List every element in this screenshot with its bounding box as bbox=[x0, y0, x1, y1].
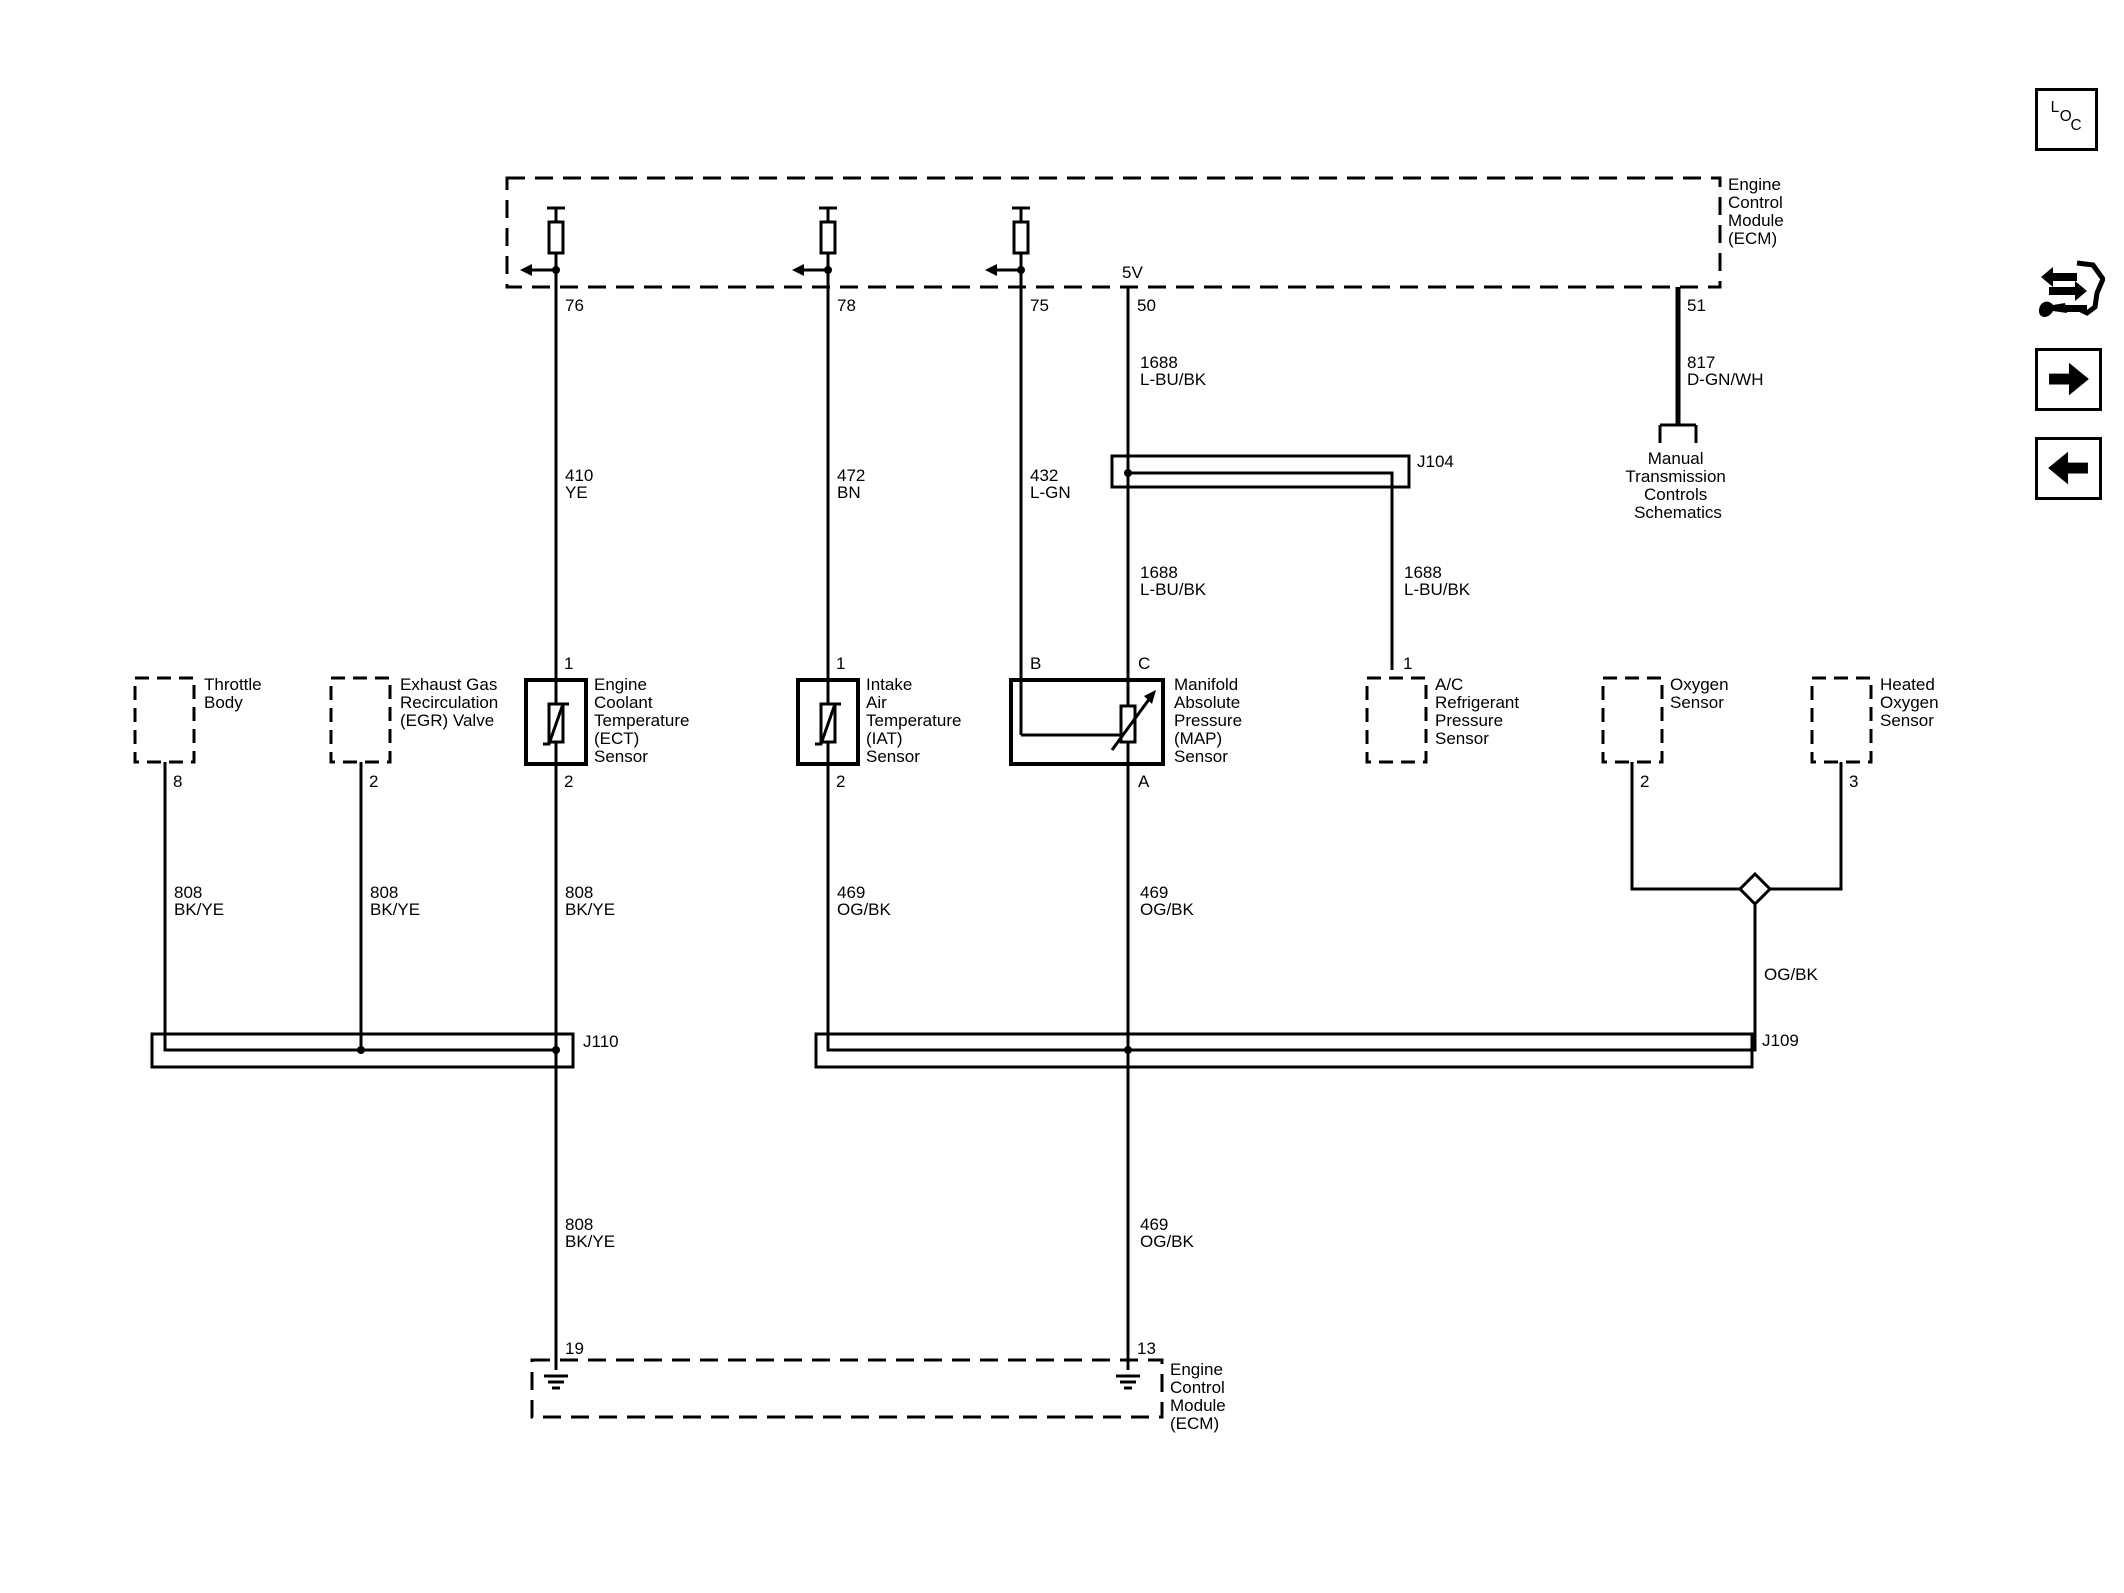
splice-j110-label: J110 bbox=[583, 1032, 619, 1051]
ect-thermistor-symbol bbox=[543, 680, 569, 764]
loc-letter-o: O bbox=[2060, 108, 2072, 125]
wire-469-map-label: 469 OG/BK bbox=[1140, 883, 1195, 919]
next-page-button[interactable] bbox=[2035, 348, 2102, 411]
heated-oxygen-sensor-label: Heated Oxygen Sensor bbox=[1880, 675, 1943, 730]
manual-trans-connector bbox=[1658, 423, 1698, 443]
wire-o2-low bbox=[1630, 762, 1843, 891]
ect-pin-top: 1 bbox=[564, 654, 573, 673]
previous-page-button[interactable] bbox=[2035, 437, 2102, 500]
arrow-right-icon bbox=[2049, 362, 2089, 396]
heated-oxygen-pin: 3 bbox=[1849, 772, 1858, 791]
splice-dot-75 bbox=[1017, 266, 1025, 274]
egr-valve-connector bbox=[329, 676, 392, 764]
map-sensor-label: Manifold Absolute Pressure (MAP) Sensor bbox=[1174, 675, 1247, 766]
ecm-arrow-78 bbox=[792, 264, 804, 276]
pin-76: 76 bbox=[565, 296, 584, 315]
splice-dot-76 bbox=[552, 266, 560, 274]
manual-trans-label: Manual Transmission Controls Schematics bbox=[1625, 449, 1730, 522]
oxygen-sensor-label: Oxygen Sensor bbox=[1670, 675, 1733, 712]
wire-1688-ac-label: 1688 L-BU/BK bbox=[1404, 563, 1471, 599]
ecm-pullup-76 bbox=[525, 206, 565, 272]
loc-letter-c: C bbox=[2071, 117, 2082, 134]
map-pin-b: B bbox=[1030, 654, 1041, 673]
wire-1688-mid-label: 1688 L-BU/BK bbox=[1140, 563, 1207, 599]
splice-dot-j110-ect bbox=[552, 1046, 560, 1054]
wire-808-throttle-label: 808 BK/YE bbox=[174, 883, 224, 919]
ecm-top-box bbox=[505, 176, 1722, 289]
pin-19: 19 bbox=[565, 1339, 584, 1358]
wire-817-label: 817 D-GN/WH bbox=[1687, 353, 1763, 389]
splice-j104-label: J104 bbox=[1417, 452, 1454, 471]
supply-5v-label: 5V bbox=[1122, 263, 1143, 282]
wire-469-low-label: 469 OG/BK bbox=[1140, 1215, 1195, 1251]
map-sensor-body bbox=[1009, 678, 1165, 766]
oxygen-sensor-connector bbox=[1601, 676, 1664, 764]
map-pin-a: A bbox=[1138, 772, 1150, 791]
splice-dot-j109-map bbox=[1124, 1046, 1132, 1054]
splice-dot-78 bbox=[824, 266, 832, 274]
splice-dot-j104 bbox=[1124, 469, 1132, 477]
ground-symbol-19 bbox=[544, 1374, 568, 1390]
egr-pin: 2 bbox=[369, 772, 378, 791]
map-pin-c: C bbox=[1138, 654, 1150, 673]
ecm-arrow-75 bbox=[985, 264, 997, 276]
splice-j110-bar bbox=[163, 1040, 556, 1052]
splice-j104-bar bbox=[1128, 471, 1394, 670]
splice-j104 bbox=[1110, 454, 1411, 489]
ac-pin: 1 bbox=[1403, 654, 1412, 673]
ecm-top-label: Engine Control Module (ECM) bbox=[1728, 175, 1789, 248]
ground-symbol-13 bbox=[1116, 1374, 1140, 1390]
ecm-bottom-box bbox=[530, 1358, 1164, 1419]
ac-sensor-label: A/C Refrigerant Pressure Sensor bbox=[1435, 675, 1524, 748]
map-sensor-internal-symbol bbox=[1021, 680, 1152, 764]
wire-469-iat-label: 469 OG/BK bbox=[837, 883, 892, 919]
wire-472-label: 472 BN bbox=[837, 466, 870, 502]
ect-pin-bottom: 2 bbox=[564, 772, 573, 791]
ecm-bottom-label: Engine Control Module (ECM) bbox=[1170, 1360, 1231, 1433]
location-button[interactable]: L O C bbox=[2035, 88, 2098, 151]
ecm-pullup-78 bbox=[797, 206, 837, 272]
splice-dot-j110-egr bbox=[357, 1046, 365, 1054]
iat-pin-top: 1 bbox=[836, 654, 845, 673]
throttle-body-connector bbox=[133, 676, 196, 764]
o2-merge-diamond bbox=[1737, 871, 1773, 907]
splice-j109-bar bbox=[826, 1040, 1757, 1052]
pin-50: 50 bbox=[1137, 296, 1156, 315]
egr-valve-label: Exhaust Gas Recirculation (EGR) Valve bbox=[400, 675, 503, 730]
splice-j109-label: J109 bbox=[1762, 1031, 1799, 1050]
arrow-left-icon bbox=[2048, 451, 2088, 485]
oxygen-pin: 2 bbox=[1640, 772, 1649, 791]
ac-sensor-connector bbox=[1365, 676, 1428, 764]
map-variable-arrow bbox=[1144, 690, 1156, 704]
wire-og-bk-label: OG/BK bbox=[1764, 965, 1819, 984]
pin-75: 75 bbox=[1030, 296, 1049, 315]
wire-1688-top-label: 1688 L-BU/BK bbox=[1140, 353, 1207, 389]
pin-78: 78 bbox=[837, 296, 856, 315]
iat-pin-bottom: 2 bbox=[836, 772, 845, 791]
wire-808-low-label: 808 BK/YE bbox=[565, 1215, 615, 1251]
throttle-pin: 8 bbox=[173, 772, 182, 791]
pin-51: 51 bbox=[1687, 296, 1706, 315]
wire-808-ect-label: 808 BK/YE bbox=[565, 883, 615, 919]
wire-432-label: 432 L-GN bbox=[1030, 466, 1071, 502]
loc-letter-l: L bbox=[2051, 99, 2060, 116]
iat-thermistor-symbol bbox=[815, 680, 841, 764]
wire-410-label: 410 YE bbox=[565, 466, 598, 502]
ecm-arrow-76 bbox=[520, 264, 532, 276]
throttle-body-label: Throttle Body bbox=[204, 675, 266, 712]
splice-j110 bbox=[150, 1032, 575, 1069]
iat-sensor-label: Intake Air Temperature (IAT) Sensor bbox=[866, 675, 966, 766]
connector-view-icon[interactable] bbox=[2035, 253, 2106, 325]
wire-808-egr-label: 808 BK/YE bbox=[370, 883, 420, 919]
ecm-pullup-75 bbox=[990, 206, 1030, 272]
heated-oxygen-sensor-connector bbox=[1810, 676, 1873, 764]
pin-13: 13 bbox=[1137, 1339, 1156, 1358]
ect-sensor-label: Engine Coolant Temperature (ECT) Sensor bbox=[594, 675, 694, 766]
